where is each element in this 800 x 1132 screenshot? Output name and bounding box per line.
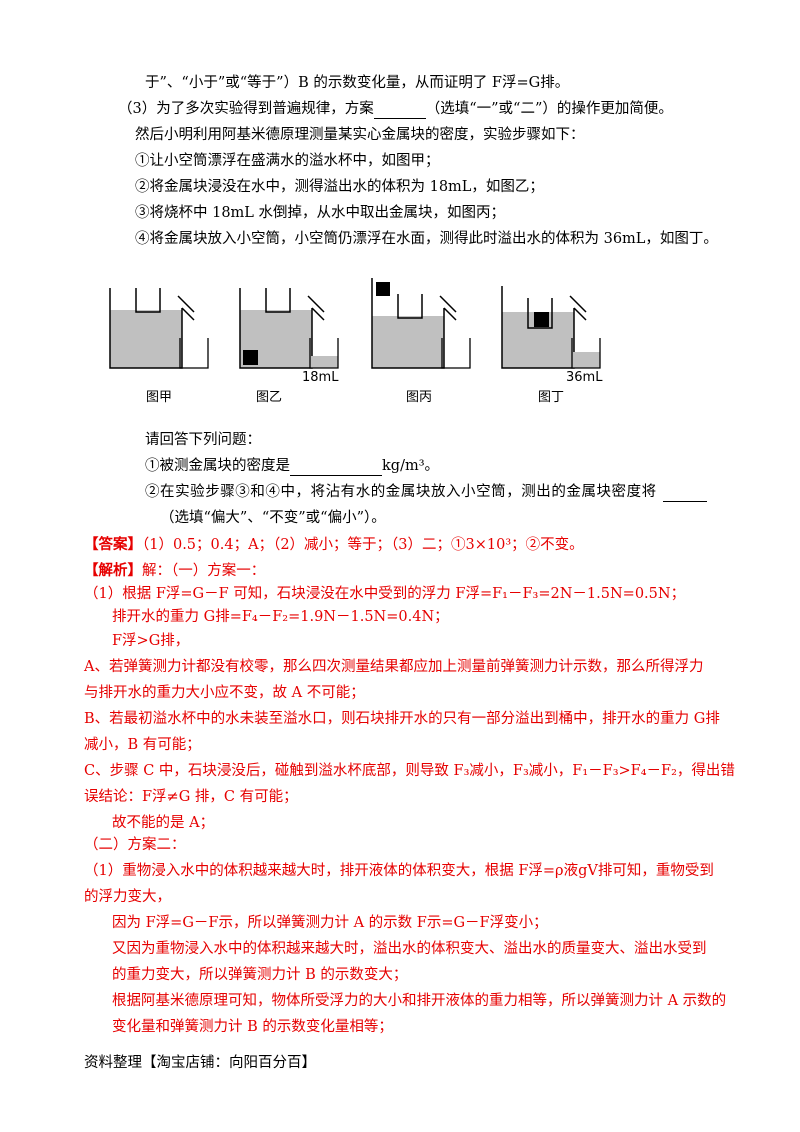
q-bias-text: ②在实验步骤③和④中，将沾有水的金属块放入小空筒，测出的金属块密度将 xyxy=(145,484,657,500)
figure-jia-drawing xyxy=(109,288,209,369)
step-1: ①让小空筒漂浮在盛满水的溢水杯中，如图甲； xyxy=(135,153,440,169)
answer-text: （1）0.5；0.4；A；（2）减小；等于；（3）二；①3×10³；②不变。 xyxy=(142,537,584,553)
q-density-unit: kg/m³。 xyxy=(382,458,440,474)
q-density-blank[interactable] xyxy=(290,475,382,476)
analysis-line-0: 【解析】解：（一）方案一： xyxy=(84,561,265,581)
q2-tail: 于”、“小于”或“等于”）B 的示数变化量，从而证明了 F浮=G排。 xyxy=(145,75,570,91)
analysis-line-11: （二）方案二： xyxy=(84,837,186,853)
analysis-line-1: （1）根据 F浮=G－F 可知，石块浸没在水中受到的浮力 F浮=F₁－F₃=2N… xyxy=(84,586,686,602)
analysis-label: 【解析】 xyxy=(84,562,142,579)
figure-label-yi: 图乙 xyxy=(256,390,283,405)
analysis-line-17: 根据阿基米德原理可知，物体所受浮力的大小和排开液体的重力相等，所以弹簧测力计 A… xyxy=(112,993,727,1009)
q3-line: （3）为了多次实验得到普遍规律，方案 （选填“一”或“二”）的操作更加简便。 xyxy=(118,99,673,119)
q-bias-line1: ②在实验步骤③和④中，将沾有水的金属块放入小空筒，测出的金属块密度将 xyxy=(145,482,707,502)
questions-intro: 请回答下列问题： xyxy=(145,432,261,448)
figure-bing-drawing xyxy=(371,278,471,369)
experiment-figures: 18mL 36mL 图甲 图乙 图丙 图丁 xyxy=(108,272,618,412)
q3-suffix: （选填“一”或“二”）的操作更加简便。 xyxy=(425,101,673,117)
q3-blank[interactable] xyxy=(373,118,426,119)
analysis-line-13: 的浮力变大， xyxy=(84,889,171,905)
analysis-line-10: 故不能的是 A； xyxy=(112,815,215,831)
q-bias-line2: （选填“偏大”、“不变”或“偏小”）。 xyxy=(160,510,386,526)
analysis-line-7: 减小，B 有可能； xyxy=(84,737,201,753)
analysis-line-9: 误结论：F浮≠G 排，C 有可能； xyxy=(84,789,298,805)
answer-line: 【答案】（1）0.5；0.4；A；（2）减小；等于；（3）二；①3×10³；②不… xyxy=(84,535,584,555)
q-density: ①被测金属块的密度是 kg/m³。 xyxy=(145,456,439,476)
analysis-line-4: A、若弹簧测力计都没有校零，那么四次测量结果都应加上测量前弹簧测力计示数，那么所… xyxy=(84,659,704,675)
analysis-line-3: F浮>G排， xyxy=(112,633,190,649)
analysis-text-0: 解：（一）方案一： xyxy=(142,563,266,579)
figure-yi-drawing xyxy=(239,288,339,369)
analysis-line-2: 排开水的重力 G排=F₄－F₂=1.9N－1.5N=0.4N； xyxy=(112,609,449,625)
analysis-line-18: 变化量和弹簧测力计 B 的示数变化量相等； xyxy=(112,1019,393,1035)
figure-label-bing: 图丙 xyxy=(406,390,433,405)
figure-label-ding: 图丁 xyxy=(538,390,565,405)
analysis-line-15: 又因为重物浸入水中的体积越来越大时，溢出水的体积变大、溢出水的质量变大、溢出水受… xyxy=(112,941,707,957)
analysis-line-12: （1）重物浸入水中的体积越来越大时，排开液体的体积变大，根据 F浮=ρ液gV排可… xyxy=(84,863,714,879)
figure-label-jia: 图甲 xyxy=(146,390,173,405)
volume-ding: 36mL xyxy=(566,370,603,385)
analysis-line-16: 的重力变大，所以弹簧测力计 B 的示数变大； xyxy=(112,967,408,983)
figure-ding-drawing xyxy=(501,286,601,369)
volume-yi: 18mL xyxy=(302,370,339,385)
step-2: ②将金属块浸没在水中，测得溢出水的体积为 18mL，如图乙； xyxy=(135,179,544,195)
step-4: ④将金属块放入小空筒，小空筒仍漂浮在水面，测得此时溢出水的体积为 36mL，如图… xyxy=(135,231,718,247)
analysis-line-6: B、若最初溢水杯中的水未装至溢水口，则石块排开水的只有一部分溢出到桶中，排开水的… xyxy=(84,711,720,727)
footer-text: 资料整理【淘宝店铺：向阳百分百】 xyxy=(84,1055,316,1071)
experiment-intro: 然后小明利用阿基米德原理测量某实心金属块的密度，实验步骤如下： xyxy=(135,127,585,143)
q-bias-blank[interactable] xyxy=(662,501,707,502)
answer-label: 【答案】 xyxy=(84,536,142,553)
figures-svg xyxy=(109,278,601,369)
step-3: ③将烧杯中 18mL 水倒掉，从水中取出金属块，如图丙； xyxy=(135,205,506,221)
analysis-line-8: C、步骤 C 中，石块浸没后，碰触到溢水杯底部，则导致 F₃减小，F₃减小，F₁… xyxy=(84,763,735,779)
analysis-line-5: 与排开水的重力大小应不变，故 A 不可能； xyxy=(84,685,365,701)
analysis-line-14: 因为 F浮=G－F示，所以弹簧测力计 A 的示数 F示=G－F浮变小； xyxy=(112,915,548,931)
q-density-prefix: ①被测金属块的密度是 xyxy=(145,458,290,474)
q3-prefix: （3）为了多次实验得到普遍规律，方案 xyxy=(118,101,374,117)
